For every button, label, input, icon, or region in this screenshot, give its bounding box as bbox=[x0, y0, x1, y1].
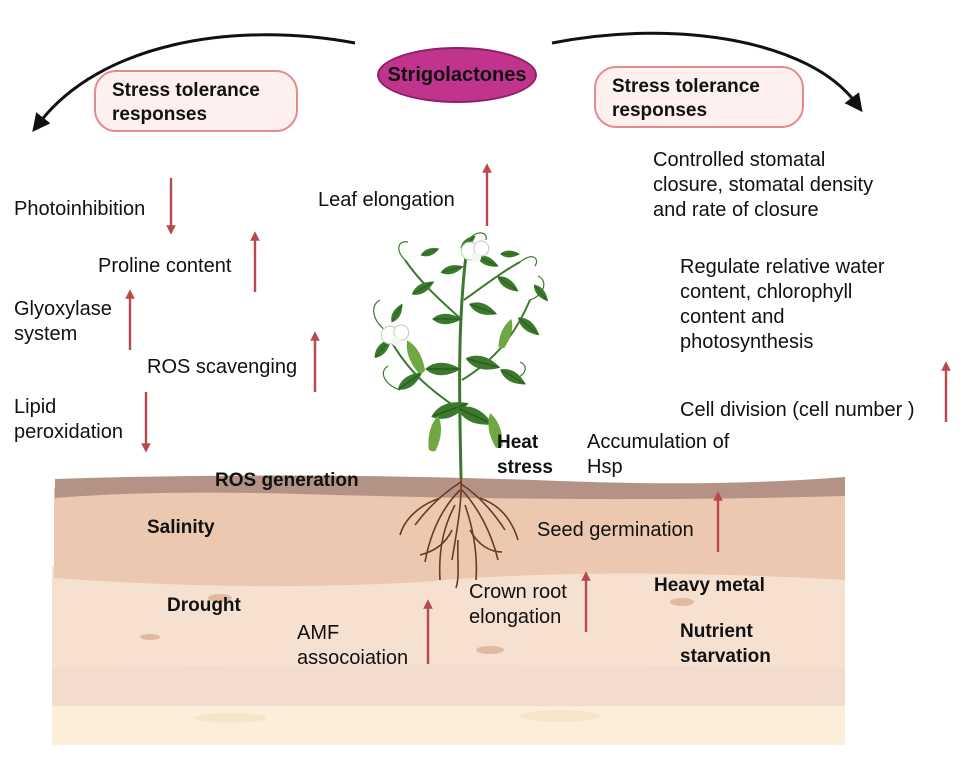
right-pill-line2: responses bbox=[612, 100, 708, 121]
ros-scavenging-label: ROS scavenging bbox=[147, 356, 298, 378]
water-label-line1: Regulate relative water bbox=[680, 256, 885, 278]
water-label-line2: content, chlorophyll bbox=[680, 281, 853, 303]
right-pill-line1: Stress tolerance bbox=[612, 76, 760, 97]
soil-bottom-band bbox=[52, 665, 845, 706]
proline-content-label: Proline content bbox=[98, 255, 232, 277]
soil-pebble bbox=[670, 598, 694, 606]
soil-layers bbox=[52, 475, 845, 745]
plant-roots bbox=[399, 477, 519, 589]
soil-mid-layer bbox=[54, 488, 845, 587]
soil-pebble bbox=[476, 646, 504, 654]
amf-association-line1: AMF bbox=[297, 622, 340, 644]
seed-germination-label: Seed germination bbox=[537, 519, 694, 541]
soil-pebble bbox=[140, 634, 160, 640]
ros-generation-label: ROS generation bbox=[215, 470, 359, 491]
left-curved-arrow bbox=[32, 33, 356, 132]
stomatal-label-line3: and rate of closure bbox=[653, 199, 819, 221]
heavy-metal-label: Heavy metal bbox=[654, 575, 765, 596]
effect-arrows bbox=[125, 163, 951, 664]
hsp-label-line1: Accumulation of bbox=[587, 431, 730, 453]
cell-division-label: Cell division (cell number ) bbox=[680, 399, 915, 421]
left-stress-tolerance-pill: Stress tolerance responses bbox=[94, 70, 298, 132]
lipid-peroxidation-line2: peroxidation bbox=[14, 421, 123, 443]
glyoxylase-label-line1: Glyoxylase bbox=[14, 298, 112, 320]
lipid-peroxidation-line1: Lipid bbox=[14, 396, 57, 418]
drought-label: Drought bbox=[167, 595, 241, 616]
heat-stress-line2: stress bbox=[497, 457, 553, 478]
water-label-line4: photosynthesis bbox=[680, 331, 814, 353]
left-pill-line2: responses bbox=[112, 104, 208, 125]
leaf-elongation-label: Leaf elongation bbox=[318, 189, 455, 211]
hsp-label-line2: Hsp bbox=[587, 456, 623, 478]
heat-stress-line1: Heat bbox=[497, 432, 539, 453]
soil-pebble bbox=[208, 594, 232, 602]
water-label-line3: content and bbox=[680, 306, 785, 328]
crown-root-line2: elongation bbox=[469, 606, 562, 628]
nutrient-starvation-line2: starvation bbox=[680, 646, 771, 667]
stomatal-label-line2: closure, stomatal density bbox=[653, 174, 874, 196]
crown-root-line1: Crown root bbox=[469, 581, 567, 603]
soil-pebble bbox=[520, 710, 600, 722]
left-pill-line1: Stress tolerance bbox=[112, 80, 260, 101]
soil-top-layer bbox=[55, 475, 845, 500]
stomatal-label-line1: Controlled stomatal bbox=[653, 149, 826, 171]
strigolactones-node: Strigolactones bbox=[377, 47, 537, 103]
right-curved-arrow bbox=[551, 31, 863, 113]
amf-association-line2: assocoiation bbox=[297, 647, 409, 669]
right-stress-tolerance-pill: Stress tolerance responses bbox=[594, 66, 804, 128]
strigolactones-label: Strigolactones bbox=[387, 63, 527, 86]
glyoxylase-label-line2: system bbox=[14, 323, 78, 345]
photoinhibition-label: Photoinhibition bbox=[14, 198, 146, 220]
salinity-label: Salinity bbox=[147, 517, 215, 538]
soil-pebble bbox=[194, 713, 266, 723]
soil-base-band bbox=[52, 706, 845, 745]
nutrient-starvation-line1: Nutrient bbox=[680, 621, 753, 642]
